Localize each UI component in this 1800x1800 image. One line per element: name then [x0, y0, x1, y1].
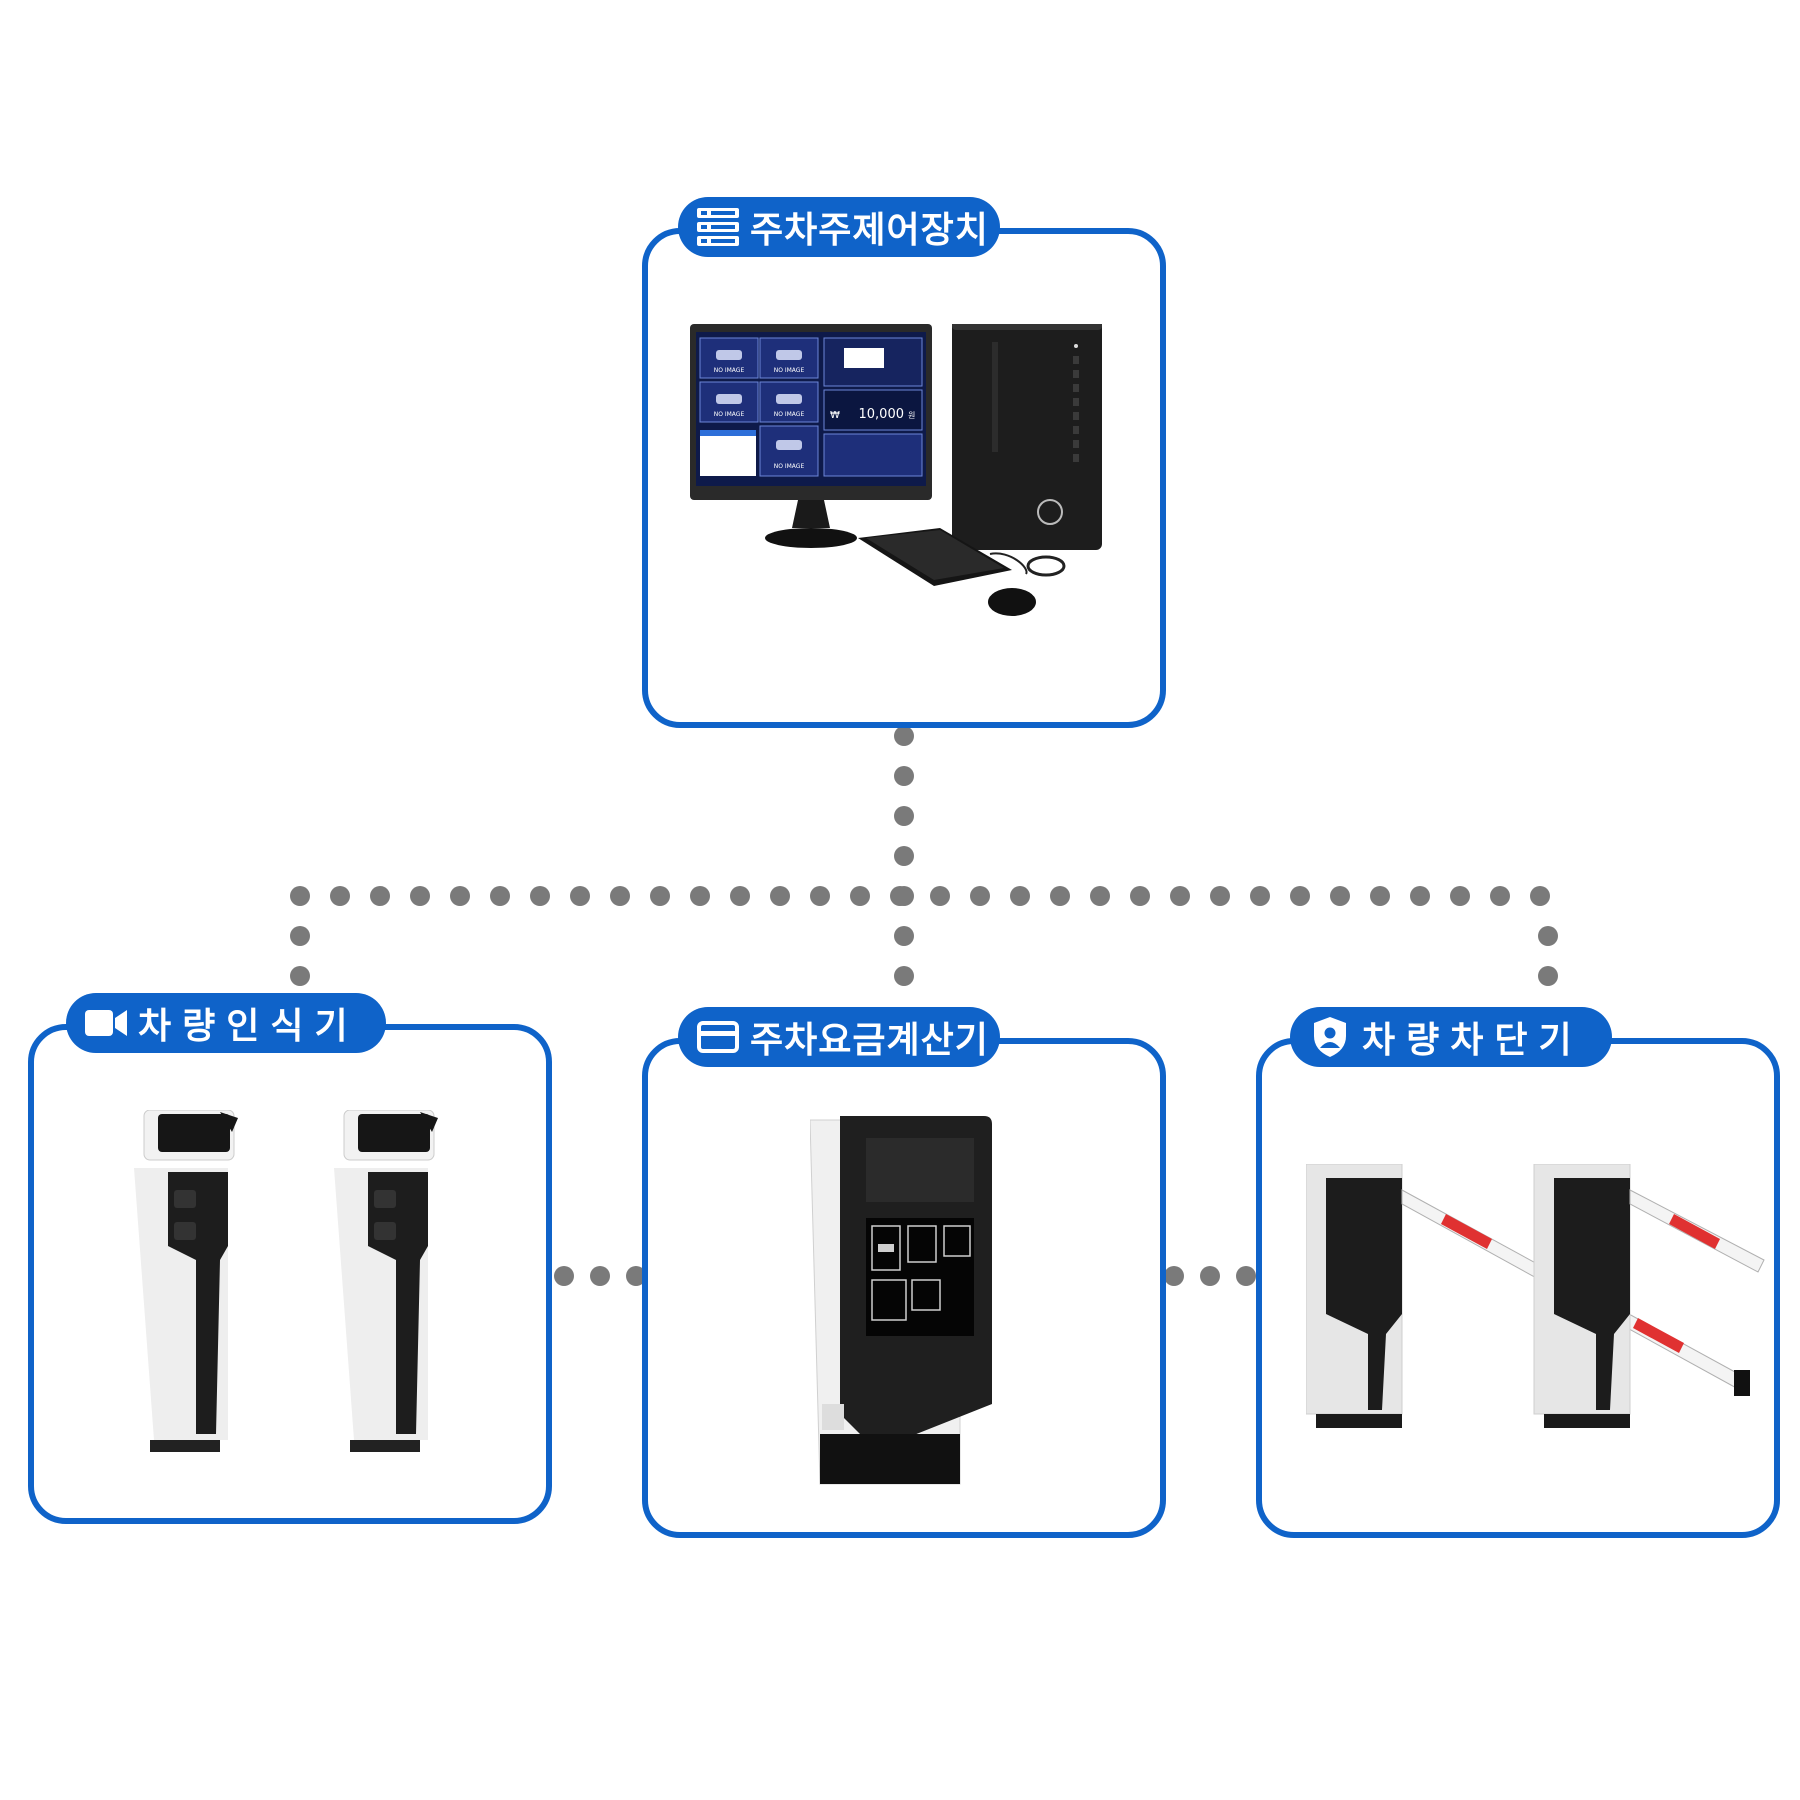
barrier-card — [1256, 1038, 1780, 1538]
connector-dot — [610, 886, 630, 906]
connector-dot — [894, 926, 914, 946]
connector-dot — [890, 886, 910, 906]
connector-dot — [1164, 1266, 1184, 1286]
connector-dot — [894, 766, 914, 786]
connector-dot — [370, 886, 390, 906]
monitor-no-image-text: NO IMAGE — [774, 367, 805, 374]
connector-dot — [530, 886, 550, 906]
barrier-illustration — [1306, 1164, 1765, 1428]
connector-dot — [410, 886, 430, 906]
connector-dot — [730, 886, 750, 906]
connector-dot — [650, 886, 670, 906]
connector-dot — [1250, 886, 1270, 906]
connector-dot — [590, 1266, 610, 1286]
payment-card — [642, 1038, 1166, 1538]
server-rack-icon — [696, 205, 740, 249]
connector-dot — [1130, 886, 1150, 906]
connector-dot — [1538, 966, 1558, 986]
connector-dot — [290, 886, 310, 906]
connector-dot — [810, 886, 830, 906]
connector-dot — [626, 1266, 646, 1286]
connector-dot — [290, 966, 310, 986]
connector-dot — [490, 886, 510, 906]
monitor-no-image-text: NO IMAGE — [774, 411, 805, 418]
connector-dot — [570, 886, 590, 906]
connector-dot — [1050, 886, 1070, 906]
recognizer-label: 차량인식기 — [138, 1006, 359, 1047]
connector-dot — [930, 886, 950, 906]
connector-dot — [554, 1266, 574, 1286]
connector-dot — [690, 886, 710, 906]
connector-dot — [1170, 886, 1190, 906]
credit-card-icon — [696, 1015, 740, 1059]
connector-dot — [1370, 886, 1390, 906]
connector-dot — [1210, 886, 1230, 906]
connector-dot — [1490, 886, 1510, 906]
connector-dot — [894, 806, 914, 826]
monitor-amount: 10,000 — [859, 407, 905, 422]
connector-dot — [1090, 886, 1110, 906]
connector-dot — [1010, 886, 1030, 906]
monitor-no-image-text: NO IMAGE — [714, 411, 745, 418]
connector-dot — [1330, 886, 1350, 906]
connector-dot — [1410, 886, 1430, 906]
payment-label: 주차요금계산기 — [750, 1020, 989, 1061]
connector-dot — [1538, 926, 1558, 946]
video-camera-icon — [84, 1001, 128, 1045]
controller-card: NO IMAGE NO IMAGE NO IMAGE NO IMAGE NO I… — [642, 228, 1166, 728]
connector-dot — [850, 886, 870, 906]
recognizer-illustration — [134, 1110, 438, 1452]
connector-dot — [894, 966, 914, 986]
monitor-unit: 원 — [908, 411, 915, 420]
monitor-no-image-text: NO IMAGE — [774, 463, 805, 470]
controller-label: 주차주제어장치 — [750, 210, 989, 251]
connector-dot — [894, 846, 914, 866]
payment-label-pill: 주차요금계산기 — [678, 1007, 1000, 1067]
connector-dot — [894, 726, 914, 746]
connector-dot — [1200, 1266, 1220, 1286]
connector-dot — [1530, 886, 1550, 906]
payment-illustration — [810, 1116, 992, 1485]
shield-user-icon — [1308, 1015, 1352, 1059]
recognizer-label-pill: 차량인식기 — [66, 993, 386, 1053]
recognizer-card — [28, 1024, 552, 1524]
barrier-label: 차량차단기 — [1362, 1020, 1583, 1061]
connector-dot — [1450, 886, 1470, 906]
connector-dot — [290, 926, 310, 946]
monitor-currency: ₩ — [830, 410, 840, 421]
connector-dot — [970, 886, 990, 906]
controller-illustration: NO IMAGE NO IMAGE NO IMAGE NO IMAGE NO I… — [690, 324, 1102, 616]
barrier-label-pill: 차량차단기 — [1290, 1007, 1612, 1067]
connector-dot — [330, 886, 350, 906]
connector-dot — [770, 886, 790, 906]
connector-dot — [1290, 886, 1310, 906]
monitor-no-image-text: NO IMAGE — [714, 367, 745, 374]
connector-dot — [1236, 1266, 1256, 1286]
controller-label-pill: 주차주제어장치 — [678, 197, 1000, 257]
connector-dot — [450, 886, 470, 906]
